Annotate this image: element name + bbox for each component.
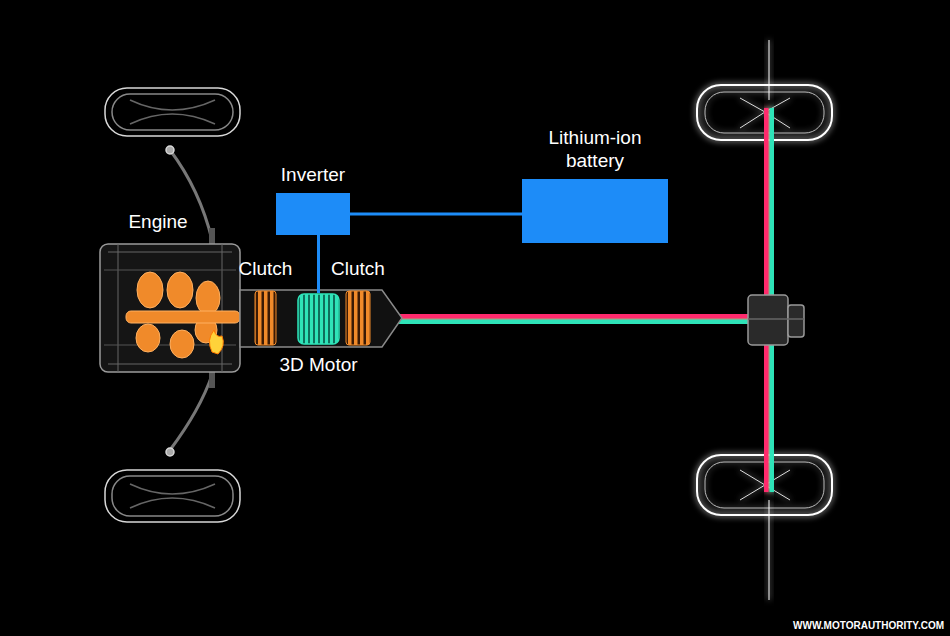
part-label: Clutch bbox=[331, 258, 385, 281]
part-label: Clutch bbox=[239, 258, 293, 281]
clutch-part: Clutch bbox=[254, 290, 277, 346]
clutch-part: Clutch bbox=[346, 290, 370, 346]
engine-illustration bbox=[100, 244, 240, 372]
part-label: Inverter bbox=[281, 164, 345, 187]
part-label: 3D Motor bbox=[279, 354, 357, 377]
power-line bbox=[350, 213, 522, 216]
engine-part: Engine bbox=[100, 244, 240, 372]
motor-part: 3D Motor bbox=[297, 293, 340, 345]
battery-box: Lithium-ion battery bbox=[522, 179, 668, 243]
rear-wheels bbox=[697, 85, 832, 515]
part-label: Lithium-ion battery bbox=[530, 127, 660, 173]
watermark: WWW.MOTORAUTHORITY.COM bbox=[793, 620, 944, 631]
differential bbox=[748, 295, 804, 345]
part-label: Engine bbox=[128, 211, 187, 234]
inverter-box: Inverter bbox=[276, 193, 350, 235]
motor-housing bbox=[240, 290, 402, 347]
power-line bbox=[317, 235, 320, 293]
